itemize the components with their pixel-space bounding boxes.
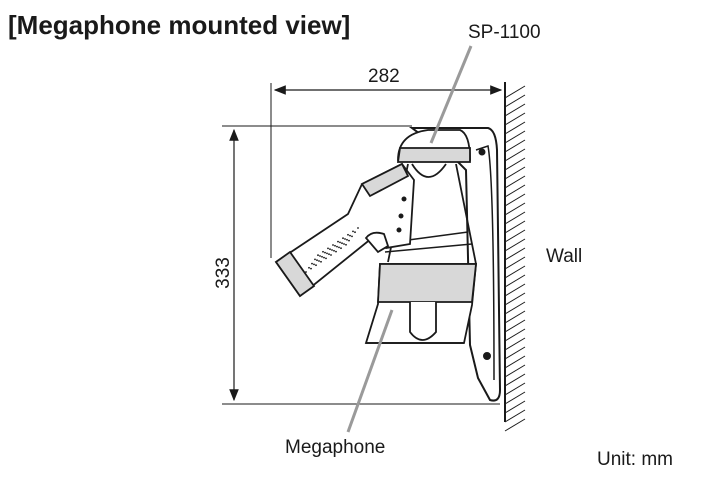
width-value: 282	[368, 66, 400, 87]
megaphone-label: Megaphone	[285, 437, 386, 458]
wall-label: Wall	[546, 246, 583, 267]
mounting-bracket	[408, 127, 502, 402]
speaker-leader-line	[429, 45, 473, 144]
page-title: [Megaphone mounted view]	[8, 10, 351, 40]
width-dimension	[270, 83, 503, 258]
wall-hatching	[504, 82, 526, 432]
bracket-screw-icon	[478, 148, 486, 156]
bracket-screw-icon	[483, 352, 491, 360]
speaker-label: SP-1100	[468, 22, 541, 43]
speaker-unit	[396, 129, 471, 178]
unit-label: Unit: mm	[597, 449, 673, 470]
microphone	[274, 162, 415, 298]
megaphone-leader-line	[346, 309, 394, 433]
megaphone-body	[364, 231, 477, 344]
height-dimension	[222, 125, 500, 405]
height-value: 333	[212, 257, 234, 289]
